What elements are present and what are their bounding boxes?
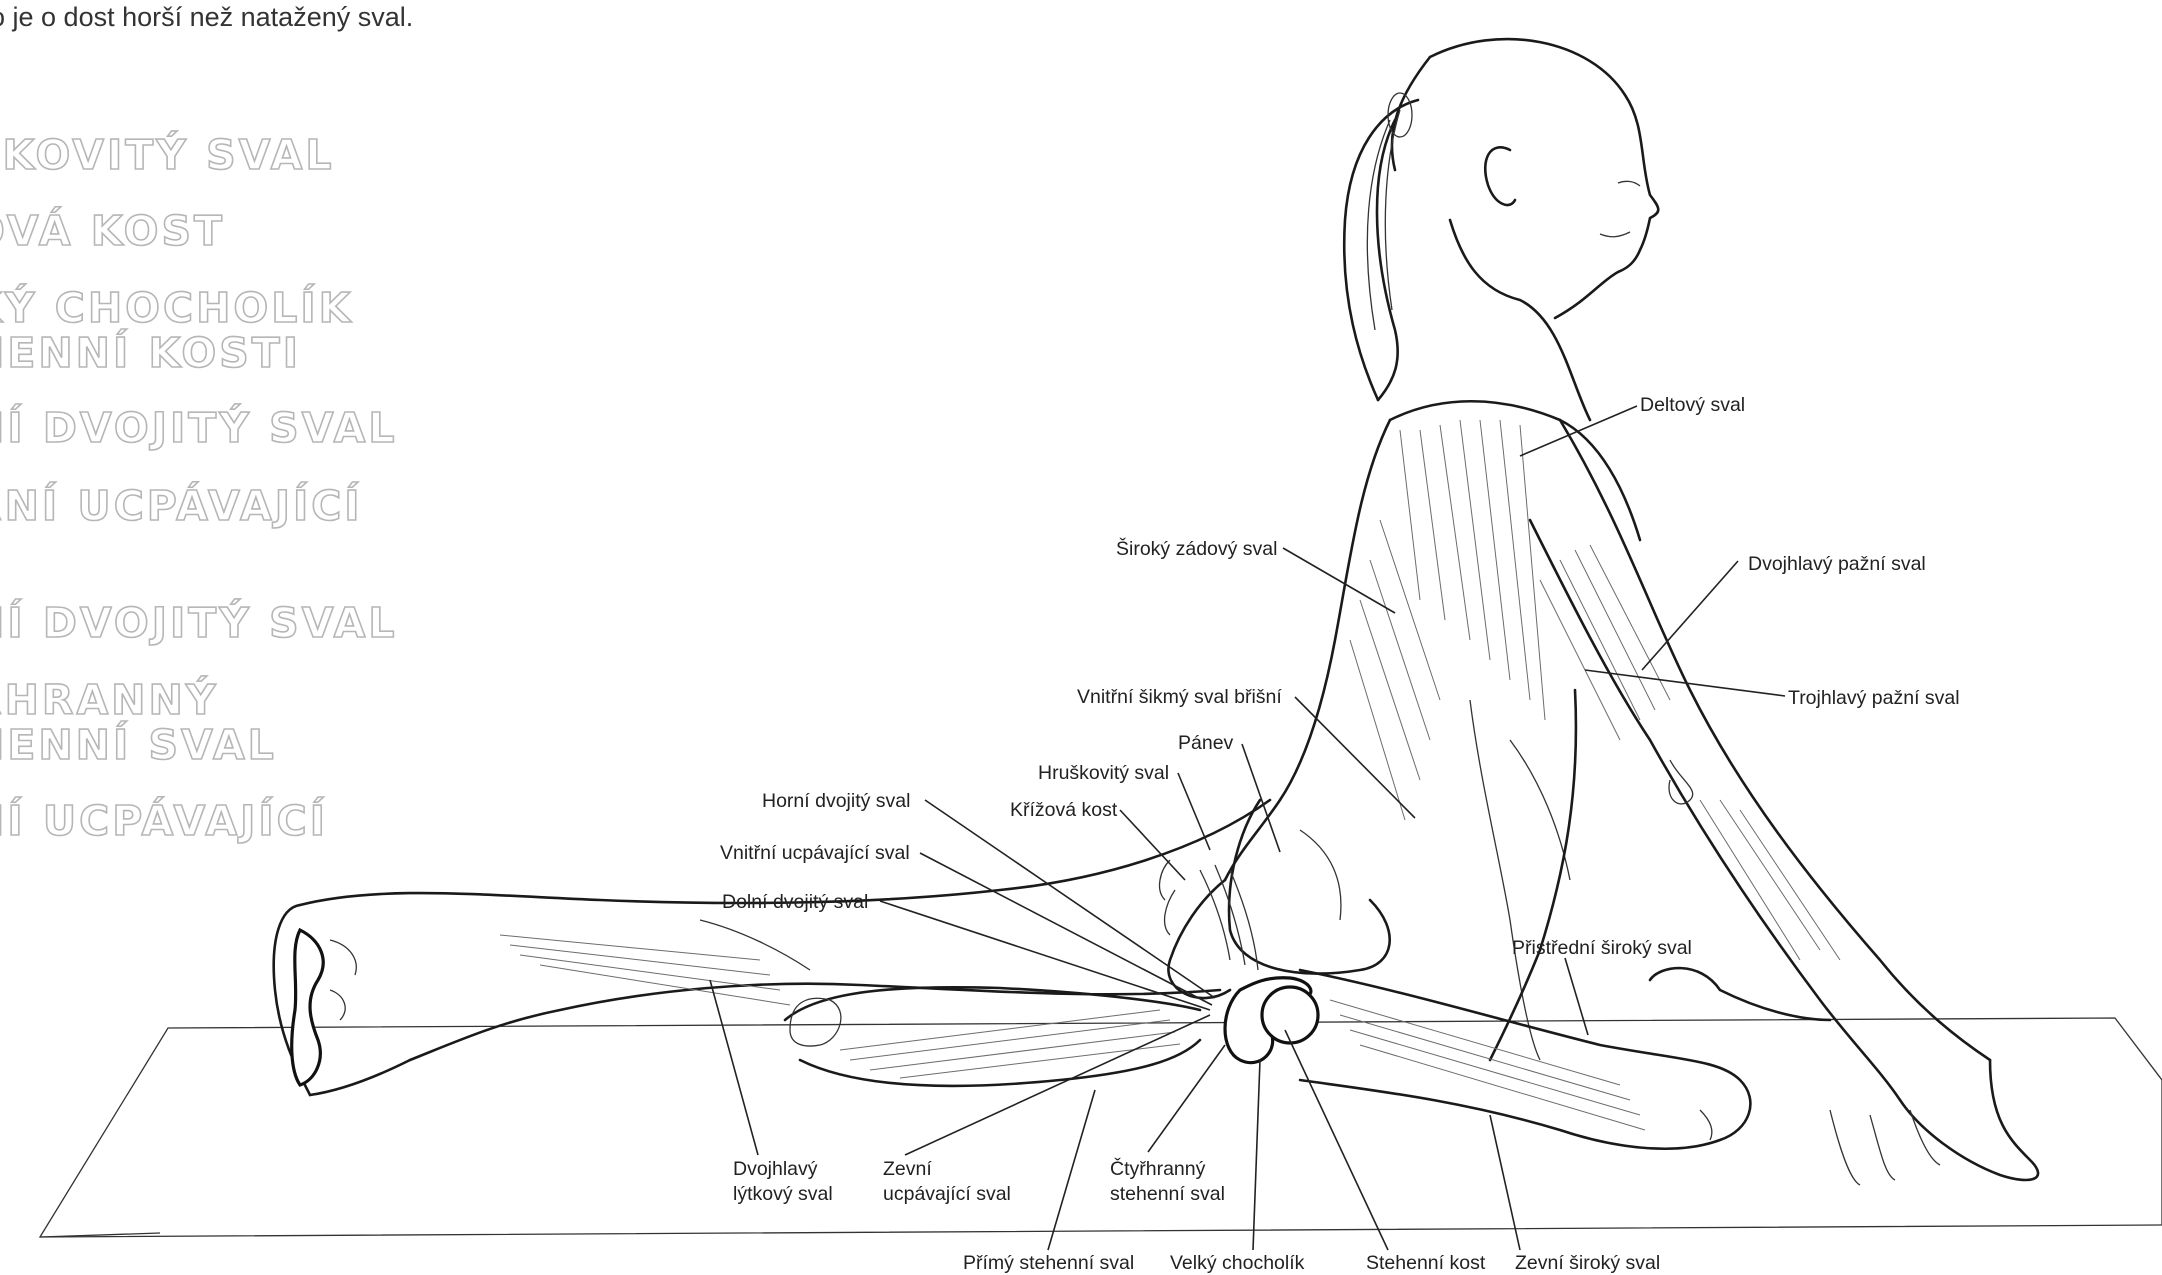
label-primy-stehenni-sval: Přímý stehenní sval <box>963 1252 1134 1274</box>
label-vnitrni-ucpavajici-sval: Vnitřní ucpávající sval <box>720 842 910 864</box>
label-zevni-siroky-sval: Zevní široký sval <box>1515 1252 1660 1274</box>
label-dvojhlavy-lytkovy-line2: lýtkový sval <box>733 1183 833 1205</box>
label-dvojhlavy-pazni-sval: Dvojhlavý pažní sval <box>1748 553 1926 575</box>
label-trojhlavy-pazni-sval: Trojhlavý pažní sval <box>1788 687 1960 709</box>
arm <box>1530 420 2038 1185</box>
label-panev: Pánev <box>1178 732 1234 754</box>
label-dolni-dvojity-sval: Dolní dvojitý sval <box>722 891 868 913</box>
label-krizova-kost: Křížová kost <box>1010 799 1118 821</box>
label-vnitrni-sikmy-sval-brisni: Vnitřní šikmý sval břišní <box>1077 686 1282 708</box>
label-velky-chocholik: Velký chocholík <box>1170 1252 1305 1274</box>
label-hruskovity-sval: Hruškovitý sval <box>1038 762 1169 784</box>
label-ctyrhranny-line1: Čtyřhranný <box>1110 1157 1206 1180</box>
label-zevni-ucpavajici-line2: ucpávající sval <box>883 1183 1011 1205</box>
label-zevni-ucpavajici-line1: Zevní <box>883 1158 932 1180</box>
torso <box>1225 401 1640 1060</box>
label-pristredni-siroky-sval: Přistřední široký sval <box>1512 937 1692 959</box>
label-ctyrhranny-line2: stehenní sval <box>1110 1183 1225 1205</box>
label-dvojhlavy-lytkovy-line1: Dvojhlavý <box>733 1158 818 1180</box>
label-siroky-zadovy-sval: Široký zádový sval <box>1116 537 1277 560</box>
front-leg <box>1300 968 1830 1149</box>
label-horni-dvojity-sval: Horní dvojitý sval <box>762 790 910 812</box>
labels: Deltový sval Široký zádový sval Dvojhlav… <box>720 394 1960 1274</box>
label-deltovy-sval: Deltový sval <box>1640 394 1745 416</box>
head <box>1344 39 1658 420</box>
label-stehenni-kost: Stehenní kost <box>1366 1252 1486 1274</box>
yoga-mat <box>40 1018 2162 1237</box>
